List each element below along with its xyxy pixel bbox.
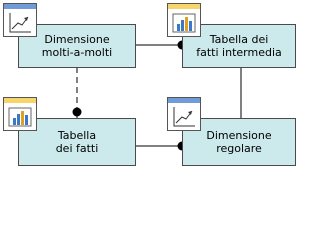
many-to-many-dimension-label: Dimensione molti-a-molti [41, 33, 113, 59]
bar-chart-icon [167, 3, 201, 37]
intermediate-fact-table-box[interactable]: Tabella dei fatti intermedia [182, 24, 296, 68]
many-to-many-dimension-box[interactable]: Dimensione molti-a-molti [18, 24, 136, 68]
line-chart-icon [167, 97, 201, 131]
line-chart-icon [3, 3, 37, 37]
bar-chart-icon [3, 97, 37, 131]
regular-dimension-box[interactable]: Dimensione regolare [182, 118, 296, 166]
intermediate-fact-table-label: Tabella dei fatti intermedia [196, 33, 282, 59]
regular-dimension-label: Dimensione regolare [206, 129, 272, 155]
fact-table-label: Tabella dei fatti [55, 129, 99, 155]
connector-dot [72, 107, 82, 117]
fact-table-box[interactable]: Tabella dei fatti [18, 118, 136, 166]
